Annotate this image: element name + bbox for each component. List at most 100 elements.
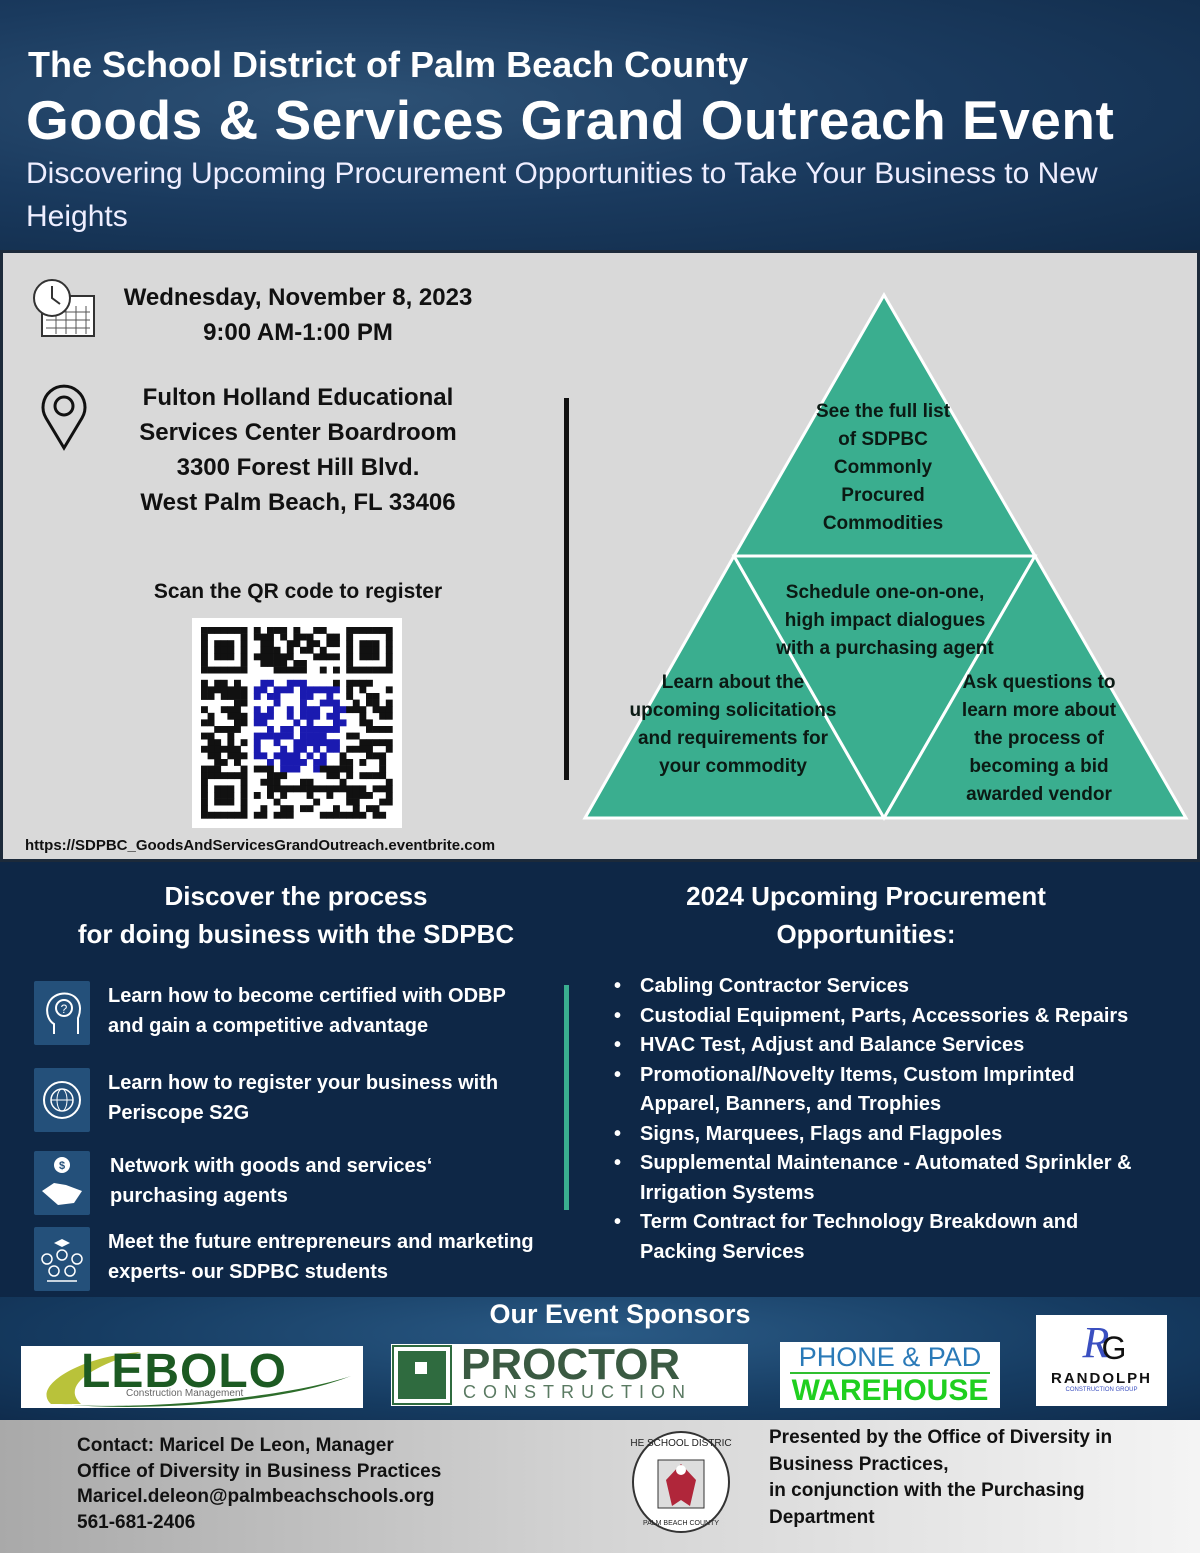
qr-module [366, 640, 373, 648]
qr-module [220, 759, 228, 766]
qr-module [385, 686, 393, 694]
qr-module [346, 792, 354, 799]
qr-module [207, 712, 215, 720]
contact-office: Office of Diversity in Business Practice… [77, 1460, 442, 1482]
qr-module [333, 666, 340, 674]
qr-module [280, 772, 288, 780]
qr-module [220, 798, 228, 806]
qr-module [286, 726, 294, 733]
qr-module [234, 811, 241, 819]
qr-module [359, 811, 367, 819]
qr-module [339, 785, 347, 793]
qr-module [240, 633, 248, 641]
qr-module [346, 772, 354, 780]
qr-module [306, 706, 314, 714]
qr-module [280, 666, 288, 674]
qr-module [372, 785, 380, 793]
qr-module [201, 653, 208, 661]
qr-module [214, 772, 222, 780]
qr-module [379, 752, 387, 760]
qr-module [234, 752, 241, 760]
qr-module [267, 640, 274, 648]
qr-module [346, 732, 354, 740]
qr-module [280, 732, 288, 740]
qr-module [201, 732, 208, 740]
qr-module [379, 759, 387, 766]
qr-module [385, 745, 393, 753]
qr-module [319, 653, 327, 661]
qr-module [214, 679, 222, 687]
qr-module [372, 653, 380, 661]
qr-module [339, 765, 347, 773]
qr-module [207, 752, 215, 760]
qr-module [339, 778, 347, 786]
qr-module [273, 798, 281, 806]
qr-module [240, 699, 248, 707]
qr-module [333, 739, 340, 747]
qr-module [293, 765, 301, 773]
qr-module [240, 805, 248, 813]
qr-module [201, 719, 208, 727]
qr-module [240, 660, 248, 667]
qr-module [234, 772, 241, 780]
qr-module [366, 693, 373, 700]
qr-module [234, 719, 241, 727]
qr-module [359, 640, 367, 648]
qr-module [326, 712, 334, 720]
qr-module [227, 772, 235, 780]
qr-module [385, 726, 393, 733]
registration-url[interactable]: https://SDPBC_GoodsAndServicesGrandOutre… [25, 837, 496, 854]
qr-module [273, 693, 281, 700]
qr-module [286, 686, 294, 694]
qr-module [333, 712, 340, 720]
qr-module [346, 693, 354, 700]
qr-module [319, 765, 327, 773]
qr-module [273, 778, 281, 786]
sponsor-logo-phone-pad: PHONE & PAD WAREHOUSE [780, 1342, 1000, 1408]
qr-module [201, 693, 208, 700]
qr-module [385, 699, 393, 707]
qr-module [313, 640, 321, 648]
svg-text:?: ? [61, 1002, 68, 1016]
qr-module [306, 719, 314, 727]
proctor-name: PROCTOR [461, 1344, 681, 1389]
qr-module [300, 785, 307, 793]
qr-module [253, 712, 261, 720]
opportunity-item: Signs, Marquees, Flags and Flagpoles [614, 1120, 1140, 1150]
qr-module [220, 646, 228, 654]
qr-module [326, 640, 334, 648]
qr-module [280, 785, 288, 793]
qr-module [227, 726, 235, 733]
qr-module [227, 693, 235, 700]
qr-module [313, 706, 321, 714]
calendar-clock-icon [33, 279, 95, 337]
qr-module [306, 712, 314, 720]
qr-module [267, 627, 274, 634]
contact-email[interactable]: Maricel.deleon@palmbeachschools.org [77, 1486, 435, 1507]
presented-by: Presented by the Office of Diversity in … [769, 1425, 1112, 1531]
qr-module [253, 739, 261, 747]
qr-module [313, 726, 321, 733]
qr-module [313, 759, 321, 766]
qr-module [319, 699, 327, 707]
opportunity-item: Promotional/Novelty Items, Custom Imprin… [614, 1061, 1140, 1120]
process-item: Meet the future entrepreneurs and market… [34, 1227, 544, 1293]
registration-qr-code[interactable] [192, 618, 402, 828]
qr-module [366, 726, 373, 733]
qr-module [306, 633, 314, 641]
qr-module [339, 752, 347, 760]
qr-module [214, 785, 222, 793]
qr-module [319, 646, 327, 654]
qr-module [240, 640, 248, 648]
qr-module [333, 719, 340, 727]
qr-module [260, 805, 268, 813]
qr-module [333, 805, 340, 813]
qr-module [293, 633, 301, 641]
qr-module [379, 739, 387, 747]
qr-module [326, 653, 334, 661]
presented-line: in conjunction with the Purchasing [769, 1480, 1085, 1501]
qr-module [214, 759, 222, 766]
qr-module [379, 627, 387, 634]
contact-phone: 561-681-2406 [77, 1511, 196, 1533]
qr-module [333, 640, 340, 648]
